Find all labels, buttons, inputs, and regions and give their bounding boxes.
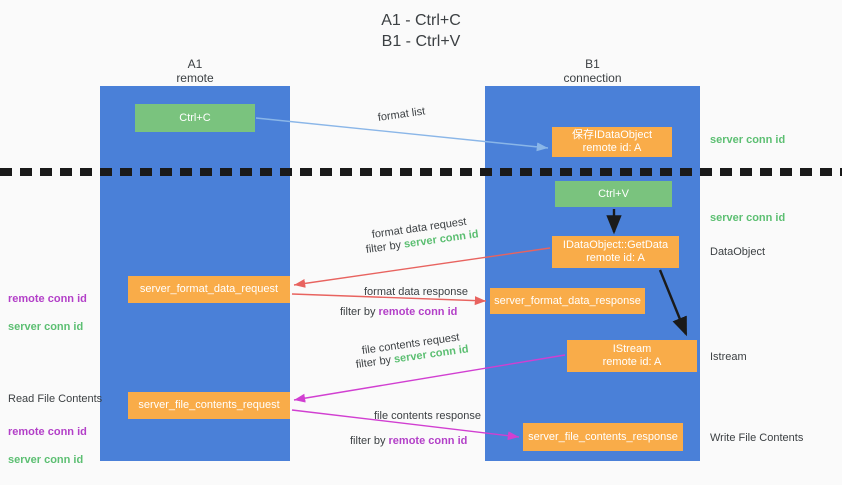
edge-label-format-list: format list [377, 105, 426, 124]
edge-label-format-data-response: format data response [364, 286, 468, 298]
filter-prefix: filter by [340, 306, 379, 318]
page-title: A1 - Ctrl+C B1 - Ctrl+V [381, 12, 461, 50]
node-server-format-data-request[interactable]: server_format_data_request [128, 276, 290, 303]
remote-conn-id-token: remote conn id [378, 306, 458, 318]
server-conn-id-label: server conn id [8, 321, 84, 333]
note-conn-ids-middle: remote conn id server conn id [8, 278, 87, 348]
server-conn-id-label: server conn id [8, 454, 84, 466]
remote-conn-id-token: remote conn id [388, 435, 468, 447]
node-istream[interactable]: IStream remote id: A [567, 340, 697, 372]
node-ctrl-c[interactable]: Ctrl+C [135, 104, 255, 132]
node-save-idataobject[interactable]: 保存IDataObject remote id: A [552, 127, 672, 157]
remote-conn-id-label: remote conn id [8, 293, 87, 305]
note-write-file-contents: Write File Contents [710, 432, 804, 444]
filter-prefix: filter by [350, 435, 389, 447]
note-conn-ids-bottom: remote conn id server conn id [8, 411, 87, 481]
note-server-conn-id-mid: server conn id [710, 212, 786, 224]
edge-label-file-contents-response: file contents response [374, 410, 482, 422]
node-server-file-contents-response[interactable]: server_file_contents_response [523, 423, 683, 451]
edge-label-file-contents-response-filter: filter by remote conn id [350, 434, 467, 449]
column-header-a1: A1 remote [176, 57, 214, 85]
node-server-file-contents-request[interactable]: server_file_contents_request [128, 392, 290, 419]
edge-label-format-data-response-filter: filter by remote conn id [340, 305, 457, 320]
note-read-file-contents: Read File Contents [8, 393, 103, 405]
node-idataobject-getdata[interactable]: IDataObject::GetData remote id: A [552, 236, 679, 268]
filter-prefix: filter by [355, 353, 395, 371]
column-header-b1: B1 connection [563, 57, 622, 85]
note-istream: Istream [710, 351, 747, 363]
filter-prefix: filter by [365, 238, 405, 256]
phase-separator [0, 168, 842, 176]
node-server-format-data-response[interactable]: server_format_data_response [490, 288, 645, 314]
node-ctrl-v[interactable]: Ctrl+V [555, 181, 672, 207]
note-dataobject: DataObject [710, 246, 766, 258]
note-server-conn-id-top: server conn id [710, 134, 786, 146]
remote-conn-id-label: remote conn id [8, 426, 87, 438]
